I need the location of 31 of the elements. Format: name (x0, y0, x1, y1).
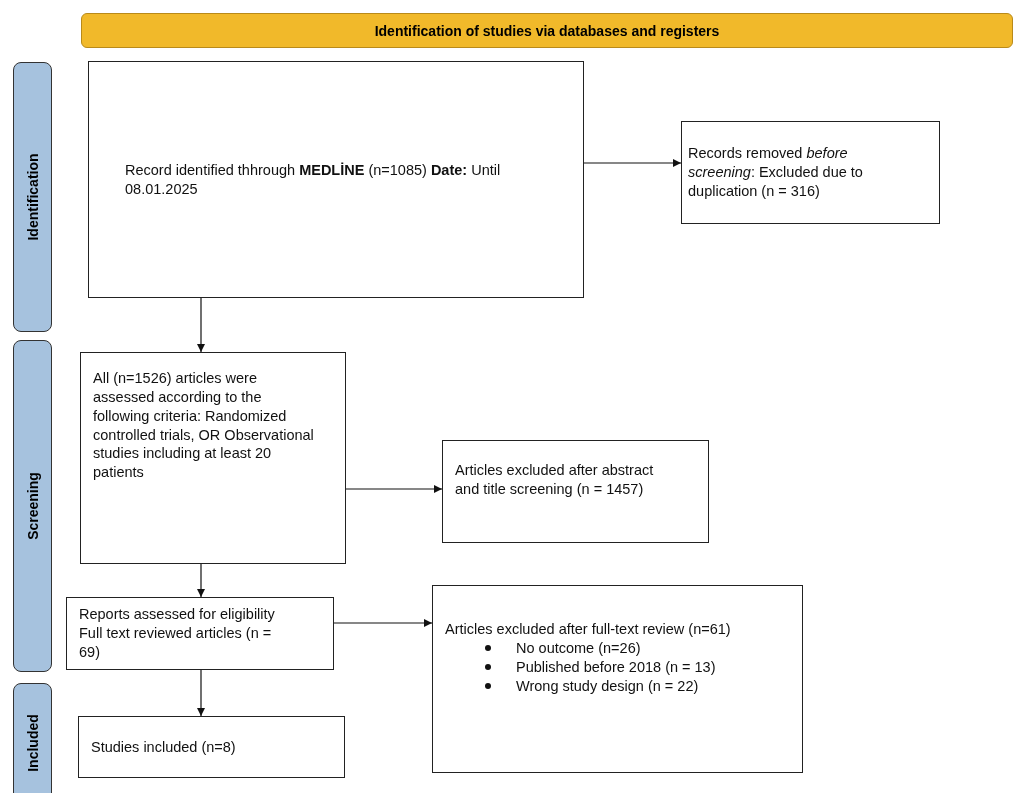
process-box (78, 716, 345, 778)
phase-label (13, 340, 52, 672)
list-item: Published before 2018 (n = 13) (516, 657, 716, 677)
arrow (583, 158, 682, 168)
box-text: Reports assessed for eligibility Full text reviewed articles (n = 69) (79, 605, 276, 662)
box-text: All (n=1526) articles were assessed according to the following criteria: Randomized controlled trials, OR Observational studies including at least 20 patients (93, 369, 315, 483)
phase-text: Screening (24, 472, 41, 540)
header-text: Identification of studies via databases and registers (374, 22, 720, 39)
arrow (196, 669, 206, 717)
box-text: Articles excluded after abstract and title screening (n = 1457) (455, 461, 655, 499)
process-box (66, 597, 334, 670)
box-text: Record identified thhrough MEDLİNE (n=1085) Date: Until 08.01.2025 (125, 160, 502, 199)
arrow (196, 297, 206, 353)
exclusion-box (432, 585, 803, 773)
phase-text: Included (24, 714, 41, 772)
section-header (81, 13, 1013, 48)
process-box (80, 352, 346, 564)
list-item: Wrong study design (n = 22) (516, 676, 699, 696)
box-text: Studies included (n=8) (91, 737, 237, 757)
arrow (196, 563, 206, 598)
box-text: Records removed before screening: Excluded due to duplication (n = 316) (688, 144, 864, 201)
phase-label (13, 62, 52, 332)
box-text: Articles excluded after full-text review (n=61) (445, 620, 732, 639)
phase-label (13, 683, 52, 793)
arrow (345, 484, 443, 494)
process-box (681, 121, 940, 224)
process-box (88, 61, 584, 298)
process-box (442, 440, 709, 543)
phase-text: Identification (24, 153, 41, 241)
arrow (333, 618, 433, 628)
list-item: No outcome (n=26) (516, 638, 641, 658)
